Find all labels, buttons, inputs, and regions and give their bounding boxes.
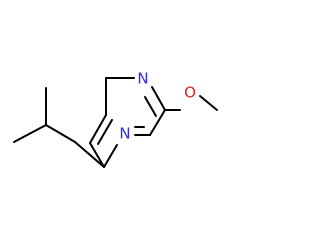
atom-label-o-methoxy: O xyxy=(184,84,196,102)
bond-c3-c2-single xyxy=(149,109,166,136)
bond-c6-c5-single xyxy=(89,142,105,168)
bond-c5-ring-inner xyxy=(97,119,113,145)
bond-ch-ch3-lower xyxy=(13,124,47,143)
bond-o-methyl xyxy=(199,95,218,111)
bond-ch2-ch xyxy=(45,124,76,143)
atom-label-n-top: N xyxy=(137,70,148,88)
bond-n1-c6-single xyxy=(103,144,118,168)
bond-n4-c3-inner xyxy=(144,96,157,117)
structure-canvas: N N O xyxy=(13,69,218,168)
bond-c6-c5-outer xyxy=(89,114,107,144)
molecule-drawing: N N O xyxy=(13,70,218,168)
bond-ring-ch2 xyxy=(74,141,105,168)
atom-label-n-bottom: N xyxy=(119,125,130,143)
bond-n4-c3-outer xyxy=(151,86,166,111)
